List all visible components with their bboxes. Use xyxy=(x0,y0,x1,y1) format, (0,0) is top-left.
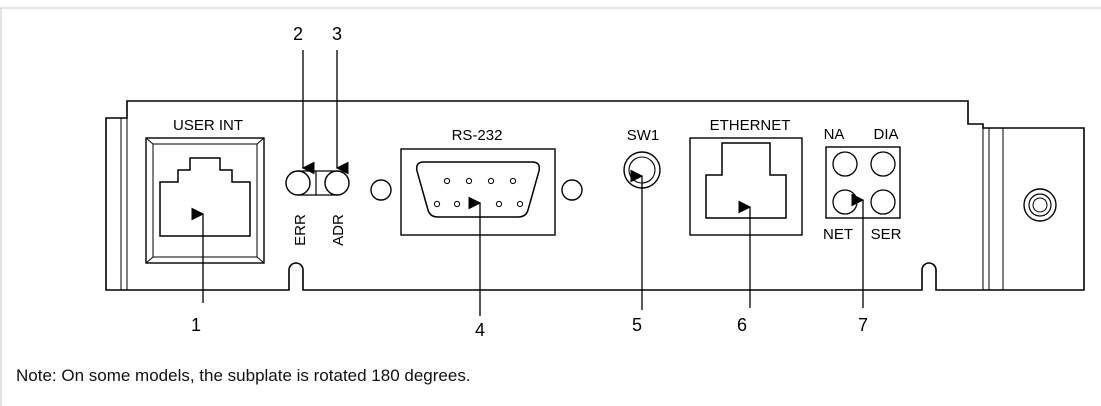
ethernet-label: ETHERNET xyxy=(710,117,791,134)
rs232-port xyxy=(400,148,556,236)
dia-label: DIA xyxy=(873,126,898,143)
rs232-screw-left-icon xyxy=(370,179,392,201)
callout-1: 1 xyxy=(191,315,201,335)
callout-4: 4 xyxy=(475,320,485,340)
err-led xyxy=(285,170,311,196)
rs232-screw-right-icon xyxy=(561,179,583,201)
figure-note: Note: On some models, the subplate is ro… xyxy=(16,366,471,385)
callout-5: 5 xyxy=(632,315,642,335)
ethernet-port xyxy=(689,137,803,236)
rs232-label: RS-232 xyxy=(452,127,503,144)
user-int-label: USER INT xyxy=(173,117,243,134)
net-label: NET xyxy=(823,226,853,243)
led-bracket xyxy=(298,170,337,196)
adr-label: ADR xyxy=(330,214,347,246)
callout-3: 3 xyxy=(332,24,342,44)
callout-7: 7 xyxy=(858,315,868,335)
na-label: NA xyxy=(824,126,845,143)
mounting-screw-icon xyxy=(1023,188,1057,222)
ser-label: SER xyxy=(871,226,902,243)
faceplate-outline xyxy=(105,100,1085,291)
callout-2: 2 xyxy=(293,24,303,44)
user-int-port xyxy=(145,137,265,264)
adr-led xyxy=(324,170,350,196)
err-label: ERR xyxy=(292,214,309,246)
callout-leaders xyxy=(191,50,865,316)
callout-6: 6 xyxy=(737,315,747,335)
sw1-label: SW1 xyxy=(627,127,660,144)
